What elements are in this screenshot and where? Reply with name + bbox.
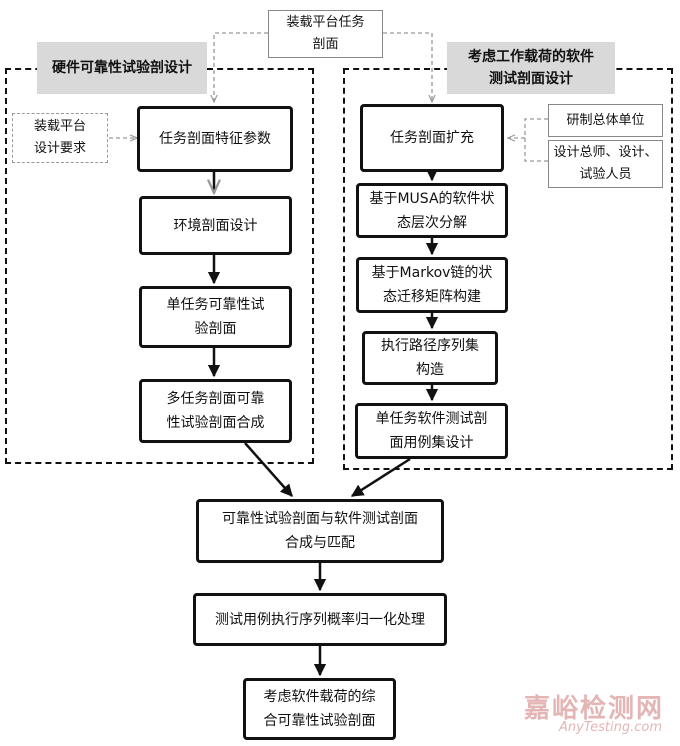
bottom-step-3: 考虑软件载荷的综 合可靠性试验剖面 bbox=[243, 678, 396, 740]
bottom-step-1: 可靠性试验剖面与软件测试剖面 合成与匹配 bbox=[196, 499, 444, 563]
right-step-5: 单任务软件测试剖 面用例集设计 bbox=[355, 403, 508, 459]
right-step-1: 任务剖面扩充 bbox=[360, 104, 504, 172]
designers-box: 设计总师、设计、 试验人员 bbox=[548, 140, 663, 188]
watermark-en: AnyTesting.com bbox=[558, 720, 662, 735]
left-step-4: 多任务剖面可靠 性试验剖面合成 bbox=[139, 379, 292, 443]
bottom-step-2: 测试用例执行序列概率归一化处理 bbox=[193, 593, 447, 646]
watermark-cn: 嘉峪检测网 bbox=[523, 694, 664, 724]
left-section-title: 硬件可靠性试验剖设计 bbox=[37, 42, 207, 94]
merge-right-arrow bbox=[350, 457, 411, 498]
developer-unit-box: 研制总体单位 bbox=[548, 104, 663, 137]
staff-connector bbox=[524, 138, 548, 162]
left-step-3: 单任务可靠性试 验剖面 bbox=[139, 286, 292, 348]
platform-requirement-box: 装载平台 设计要求 bbox=[12, 113, 108, 163]
unit-connector bbox=[524, 118, 548, 138]
right-step-2: 基于MUSA的软件状 态层次分解 bbox=[356, 183, 508, 238]
left-step-1: 任务剖面特征参数 bbox=[137, 106, 293, 172]
left-step-2: 环境剖面设计 bbox=[139, 196, 292, 255]
merge-left-arrow bbox=[244, 442, 293, 497]
right-section-title: 考虑工作载荷的软件 测试剖面设计 bbox=[447, 42, 615, 94]
top-source-box: 装载平台任务 剖面 bbox=[268, 10, 383, 58]
top-to-left-arrow bbox=[214, 32, 268, 102]
top-to-right-arrow bbox=[383, 32, 432, 102]
right-step-3: 基于Markov链的状 态迁移矩阵构建 bbox=[356, 257, 508, 313]
right-step-4: 执行路径序列集 构造 bbox=[362, 331, 498, 385]
